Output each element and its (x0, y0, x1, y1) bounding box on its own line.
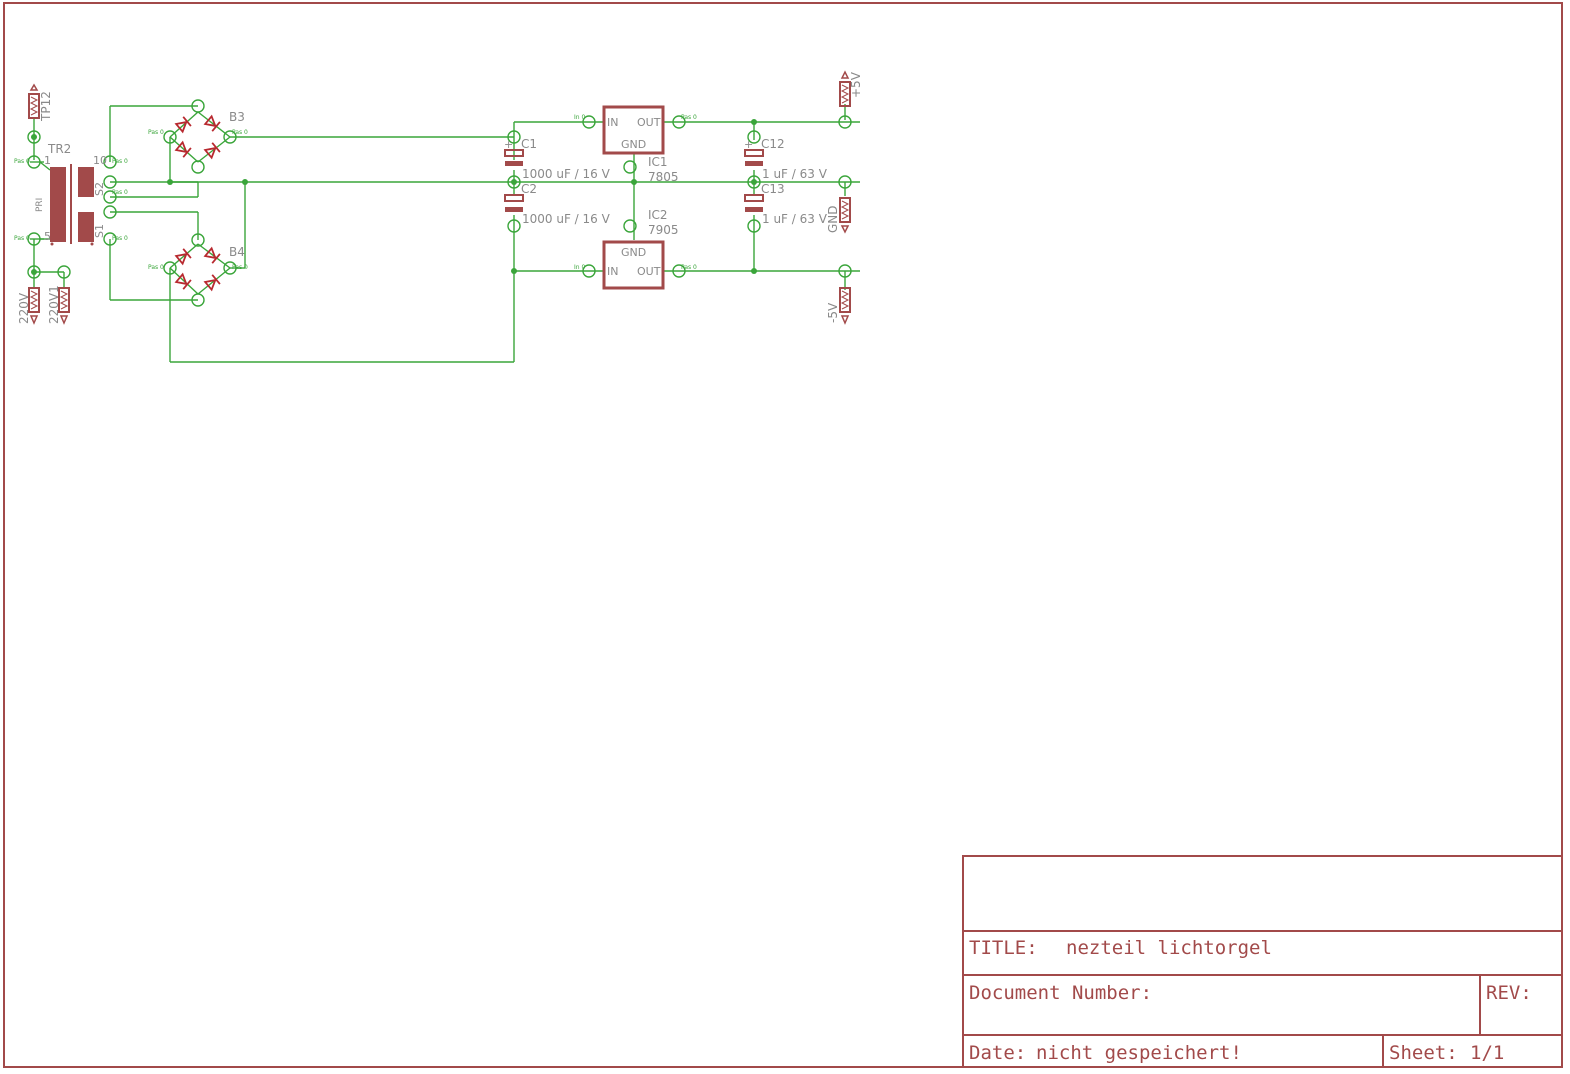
ic1-gnd: GND (621, 138, 646, 151)
tr2-pri: PRI (35, 198, 45, 212)
c13-name: C13 (761, 182, 785, 196)
regulator-ic2: GND IN OUT IC2 7905 (602, 208, 679, 290)
pinlbl: Pas 0 (232, 264, 248, 271)
ic1-value: 7805 (648, 170, 679, 184)
220v-name: 220V (17, 292, 31, 324)
b3-name: B3 (229, 110, 245, 124)
tp12-name: TP12 (39, 91, 53, 122)
pinlbl: Pas 0 (681, 264, 697, 271)
bridge-b4: B4 (169, 243, 245, 295)
connector-gnd: GND (826, 197, 851, 234)
tr2-s1: S1 (93, 224, 106, 238)
c12-value: 1 uF / 63 V (762, 167, 828, 181)
pinlbl: In 0 (574, 114, 585, 121)
docnum-label: Document Number: (969, 982, 1152, 1004)
b4-name: B4 (229, 245, 245, 259)
pinlbl: Pas 0 (148, 264, 164, 271)
sheet-label: Sheet: (1389, 1042, 1458, 1064)
wires (30, 104, 860, 363)
tr2-pin1: 1 (44, 154, 51, 167)
tr2-pin10: 10 (93, 154, 107, 167)
ic2-in: IN (607, 265, 618, 278)
capacitor-c12: + C12 1 uF / 63 V (744, 137, 828, 181)
pinlbl: Pas 0 (148, 129, 164, 136)
ic2-gnd: GND (621, 246, 646, 259)
c12-plus: + (744, 138, 753, 151)
date-label: Date: (969, 1042, 1026, 1064)
pinlbl: Pas 0 (681, 114, 697, 121)
220v1-name: 220V1 (47, 285, 61, 324)
pinlbl: Pas 0 (14, 158, 30, 165)
ic1-in: IN (607, 116, 618, 129)
pinlbl: Pas 0 (112, 158, 128, 165)
c13-value: 1 uF / 63 V (762, 212, 828, 226)
capacitor-c2: C2 1000 uF / 16 V (504, 182, 611, 226)
plus5v-name: +5V (849, 71, 863, 98)
connector-220v: 220V (17, 287, 40, 325)
connector-minus5v: -5V (826, 287, 851, 325)
c2-name: C2 (521, 182, 537, 196)
testpoint-tp12: TP12 (28, 83, 53, 122)
ic1-out: OUT (637, 116, 661, 129)
pinlbl: Pas 0 (112, 235, 128, 242)
pinlbl: In 0 (574, 264, 585, 271)
regulator-ic1: IN OUT GND IC1 7805 (602, 105, 679, 184)
connector-plus5v: +5V (839, 70, 863, 107)
pin-markers (27, 99, 852, 307)
capacitor-c13: C13 1 uF / 63 V (744, 182, 828, 226)
c1-name: C1 (521, 137, 537, 151)
ic1-name: IC1 (648, 155, 668, 169)
transformer-tr2: TR2 1 5 10 PRI S2 S1 (35, 142, 107, 246)
minus5v-name: -5V (826, 302, 840, 323)
pinlbl: Pas 0 (14, 235, 30, 242)
date-value: nicht gespeichert! (1036, 1042, 1242, 1064)
pin-labels: Pas 0 Pas 0 Pas 0 Pas 0 Pas 0 Pas 0 Pas … (14, 114, 697, 271)
title-label: TITLE: (969, 937, 1038, 959)
drawing-frame (3, 2, 1563, 1068)
ic2-out: OUT (637, 265, 661, 278)
ic2-value: 7905 (648, 223, 679, 237)
rev-label: REV: (1486, 982, 1532, 1004)
capacitor-c1: + C1 1000 uF / 16 V (504, 137, 611, 181)
ic2-name: IC2 (648, 208, 668, 222)
c1-value: 1000 uF / 16 V (522, 167, 611, 181)
title-value: nezteil lichtorgel (1066, 937, 1272, 959)
c1-plus: + (504, 138, 513, 151)
gnd-name: GND (826, 205, 840, 233)
c2-value: 1000 uF / 16 V (522, 212, 611, 226)
tr2-pin5: 5 (44, 230, 51, 243)
title-block: TITLE: nezteil lichtorgel Document Numbe… (962, 855, 1563, 1068)
bridge-b3: B3 (169, 110, 245, 163)
tr2-name: TR2 (47, 142, 71, 156)
junctions (31, 119, 757, 275)
pinlbl: Pas 0 (232, 129, 248, 136)
pinlbl: Pas 0 (112, 189, 128, 196)
sheet-value: 1/1 (1470, 1042, 1504, 1064)
connector-220v1: 220V1 (47, 285, 70, 325)
tr2-s2: S2 (93, 182, 106, 196)
c12-name: C12 (761, 137, 785, 151)
